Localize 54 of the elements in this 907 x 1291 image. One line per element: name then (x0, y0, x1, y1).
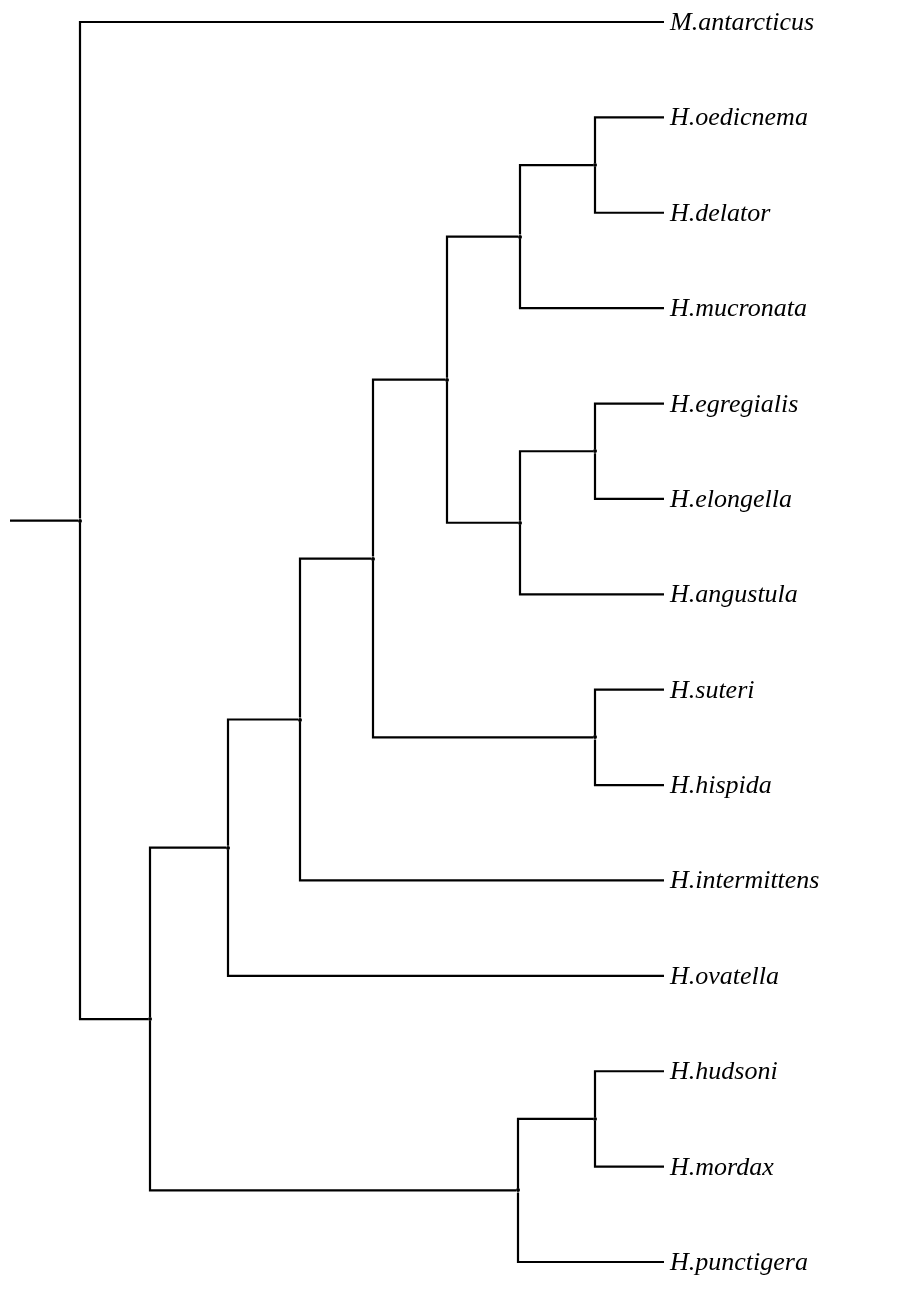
branch-line (371, 378, 445, 557)
branch-line (445, 235, 518, 378)
junction-dot (593, 163, 597, 168)
taxon-label: M.antarcticus (664, 6, 815, 38)
junction-dot (226, 845, 230, 850)
branch-line (78, 20, 664, 519)
taxon-label: H.punctigera (664, 1246, 808, 1278)
branch-line (10, 519, 78, 522)
junction-dot (298, 717, 302, 722)
branch-line (226, 718, 298, 846)
junction-dot (593, 449, 597, 454)
branch-line (518, 164, 593, 235)
junction-dot (518, 234, 522, 239)
branch-line (445, 381, 518, 524)
junction-dot (518, 520, 522, 525)
junction-dot (78, 518, 82, 523)
branch-line (78, 522, 148, 1021)
branch-line (148, 1021, 516, 1192)
taxon-label: H.angustula (664, 578, 798, 611)
junction-dot (593, 735, 597, 740)
branch-line (518, 238, 664, 310)
taxon-label: H.intermittens (664, 864, 820, 897)
taxon-label: H.egregialis (664, 387, 799, 420)
branch-line (298, 721, 664, 882)
taxon-label: H.hudsoni (664, 1055, 778, 1088)
taxon-label: H.elongella (664, 482, 793, 515)
taxon-label: H.mordax (664, 1150, 774, 1183)
branch-line (593, 402, 664, 450)
taxon-label: H.hispida (664, 769, 772, 802)
branch-line (371, 560, 593, 739)
taxon-label: H.oedicnema (664, 101, 808, 134)
taxon-label: H.suteri (664, 673, 755, 706)
branch-line (593, 116, 664, 164)
junction-dot (593, 1116, 597, 1121)
junction-dot (148, 1017, 152, 1022)
branch-line (593, 167, 664, 214)
branch-line (593, 1120, 664, 1168)
branch-line (593, 688, 664, 736)
junction-dot (445, 377, 449, 382)
branch-line (516, 1192, 664, 1264)
taxon-label: H.mucronata (664, 292, 807, 325)
branch-line (226, 849, 664, 977)
branch-line (593, 739, 664, 787)
branch-line (518, 450, 593, 521)
taxon-label: H.ovatella (664, 959, 780, 992)
junction-dot (516, 1188, 520, 1193)
branch-line (516, 1117, 593, 1189)
branch-line (593, 1070, 664, 1117)
branch-line (298, 557, 371, 718)
branch-line (148, 846, 226, 1018)
junction-dot (371, 556, 375, 561)
branch-line (518, 524, 664, 596)
branch-line (593, 453, 664, 501)
taxon-label: H.delator (664, 196, 771, 229)
